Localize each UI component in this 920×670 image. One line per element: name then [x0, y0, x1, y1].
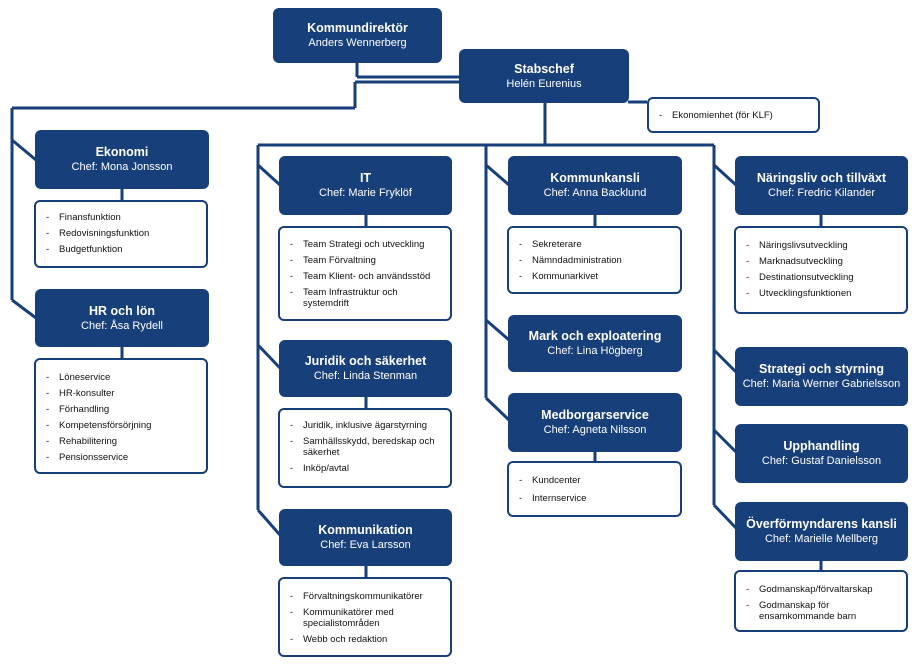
list-item: Internservice [519, 493, 674, 504]
list-item: Godmanskap för ensamkommande barn [746, 600, 900, 622]
it-title: IT [359, 171, 372, 185]
ceo-name: Anders Wennerberg [308, 37, 407, 49]
list-item: Förvaltningskommunikatörer [290, 591, 444, 602]
juridik-list: Juridik, inklusive ägarstyrning Samhälls… [278, 408, 452, 488]
ekonomi-list: Finansfunktion Redovisningsfunktion Budg… [34, 200, 208, 268]
list-item: Finansfunktion [46, 212, 200, 223]
list-item: Team Klient- och användsstöd [290, 271, 444, 282]
hr-list: Löneservice HR-konsulter Förhandling Kom… [34, 358, 208, 474]
kommunikation-box: Kommunikation Chef: Eva Larsson [280, 510, 451, 565]
list-item: Godmanskap/förvaltarskap [746, 584, 900, 595]
upphandling-title: Upphandling [783, 439, 860, 453]
list-item: Löneservice [46, 372, 200, 383]
list-item: Webb och redaktion [290, 634, 444, 645]
strategi-name: Chef: Maria Werner Gabrielsson [742, 378, 901, 390]
medborgar-list: Kundcenter Internservice [507, 461, 682, 517]
medborgar-name: Chef: Agneta Nilsson [543, 424, 647, 436]
list-item: Destinationsutveckling [746, 272, 900, 283]
list-item: Juridik, inklusive ägarstyrning [290, 420, 444, 431]
upphandling-box: Upphandling Chef: Gustaf Danielsson [736, 425, 907, 482]
list-item: Kommunikatörer med specialistområden [290, 607, 444, 629]
list-item: Kundcenter [519, 475, 674, 486]
list-item: Kommunarkivet [519, 271, 674, 282]
overformyndare-title: Överförmyndarens kansli [746, 517, 897, 531]
kansli-name: Chef: Anna Backlund [543, 187, 647, 199]
list-item: Team Förvaltning [290, 255, 444, 266]
list-item: Rehabilitering [46, 436, 200, 447]
kommunikation-list: Förvaltningskommunikatörer Kommunikatöre… [278, 577, 452, 657]
list-item: Inköp/avtal [290, 463, 444, 474]
naringsliv-list: Näringslivsutveckling Marknadsutveckling… [734, 226, 908, 314]
hr-title: HR och lön [89, 303, 155, 318]
list-item: Redovisningsfunktion [46, 228, 200, 239]
ekonomi-name: Chef: Mona Jonsson [71, 161, 173, 173]
kansli-list: Sekreterare Nämndadministration Kommunar… [507, 226, 682, 294]
stab-note-box: Ekonomienhet (för KLF) [647, 97, 820, 133]
ceo-box: Kommundirektör Anders Wennerberg [274, 9, 441, 62]
juridik-title: Juridik och säkerhet [304, 354, 427, 368]
stab-note-item: Ekonomienhet (för KLF) [659, 110, 812, 121]
overformyndare-name: Chef: Marielle Mellberg [764, 533, 879, 545]
it-list: Team Strategi och utveckling Team Förval… [278, 226, 452, 321]
list-item: Sekreterare [519, 239, 674, 250]
overformyndare-list: Godmanskap/förvaltarskap Godmanskap för … [734, 570, 908, 632]
it-name: Chef: Marie Fryklöf [319, 187, 412, 199]
naringsliv-name: Chef: Fredric Kilander [768, 187, 875, 199]
stab-title: Stabschef [514, 61, 574, 76]
list-item: Team Infrastruktur och systemdrift [290, 287, 444, 309]
juridik-box: Juridik och säkerhet Chef: Linda Stenman [280, 341, 451, 396]
naringsliv-title: Näringsliv och tillväxt [756, 171, 887, 185]
strategi-title: Strategi och styrning [758, 362, 885, 376]
list-item: Utvecklingsfunktionen [746, 288, 900, 299]
overformyndare-box: Överförmyndarens kansli Chef: Marielle M… [736, 503, 907, 560]
ceo-title: Kommundirektör [307, 21, 408, 35]
mark-box: Mark och exploatering Chef: Lina Högberg [509, 316, 681, 371]
stab-box: Stabschef Helén Eurenius [460, 50, 628, 102]
strategi-box: Strategi och styrning Chef: Maria Werner… [736, 348, 907, 405]
list-item: Pensionsservice [46, 452, 200, 463]
mark-name: Chef: Lina Högberg [547, 345, 643, 357]
list-item: Marknadsutveckling [746, 256, 900, 267]
list-item: Nämndadministration [519, 255, 674, 266]
list-item: Budgetfunktion [46, 244, 200, 255]
hr-box: HR och lön Chef: Åsa Rydell [36, 290, 208, 346]
stab-name: Helén Eurenius [506, 77, 582, 90]
ekonomi-title: Ekonomi [95, 145, 149, 159]
mark-title: Mark och exploatering [528, 329, 662, 343]
list-item: Samhällsskydd, beredskap och säkerhet [290, 436, 444, 458]
it-box: IT Chef: Marie Fryklöf [280, 157, 451, 214]
upphandling-name: Chef: Gustaf Danielsson [761, 455, 882, 467]
list-item: HR-konsulter [46, 388, 200, 399]
kommunikation-title: Kommunikation [318, 523, 413, 537]
kansli-title: Kommunkansli [550, 171, 640, 185]
list-item: Näringslivsutveckling [746, 240, 900, 251]
juridik-name: Chef: Linda Stenman [313, 370, 418, 382]
naringsliv-box: Näringsliv och tillväxt Chef: Fredric Ki… [736, 157, 907, 214]
hr-name: Chef: Åsa Rydell [81, 319, 163, 332]
ekonomi-box: Ekonomi Chef: Mona Jonsson [36, 131, 208, 188]
medborgar-box: Medborgarservice Chef: Agneta Nilsson [509, 394, 681, 451]
kansli-box: Kommunkansli Chef: Anna Backlund [509, 157, 681, 214]
kommunikation-name: Chef: Eva Larsson [320, 539, 411, 551]
medborgar-title: Medborgarservice [541, 408, 649, 422]
list-item: Team Strategi och utveckling [290, 239, 444, 250]
list-item: Förhandling [46, 404, 200, 415]
list-item: Kompetensförsörjning [46, 420, 200, 431]
